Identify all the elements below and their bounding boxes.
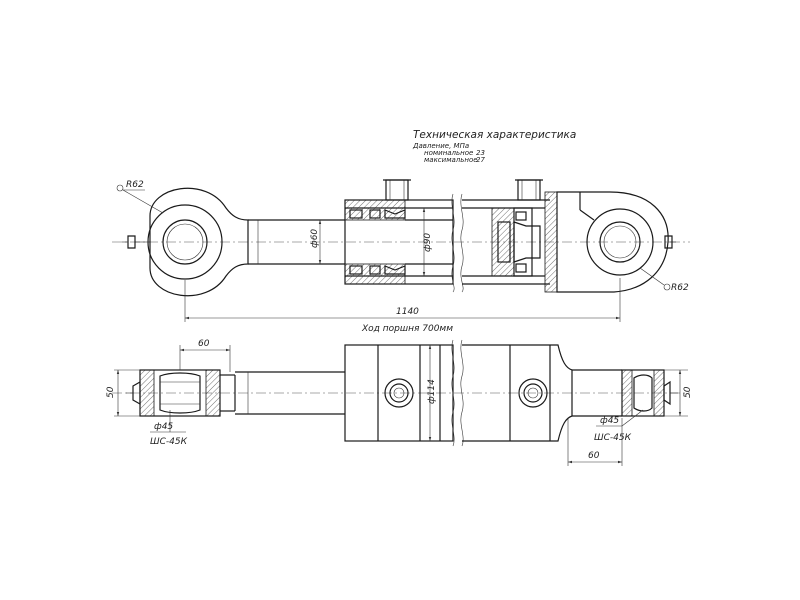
left-width-label: 50 — [106, 386, 116, 398]
cylinder-body-right — [462, 179, 558, 293]
right-pin-callout: ф45 ШС-45К — [594, 409, 644, 443]
max-label: максимальное — [424, 156, 478, 164]
right-pin-label: ф45 — [600, 416, 619, 426]
pressure-label: Давление, МПа — [412, 142, 469, 150]
right-radius-callout: R62 — [639, 267, 689, 293]
body-diameter-dim: ф114 — [427, 345, 437, 441]
left-radius-label: R62 — [126, 180, 144, 190]
rod-diameter-label: ф60 — [310, 229, 320, 248]
bottom-view: 50 60 ф45 ШС-45К — [106, 339, 693, 466]
right-width-label: 50 — [683, 386, 693, 398]
top-view: R62 ф60 — [112, 179, 690, 334]
stroke-label: Ход поршня 700мм — [361, 324, 453, 334]
left-offset-label: 60 — [198, 339, 210, 349]
nominal-value: 23 — [476, 149, 485, 157]
nominal-label: номинальное — [424, 149, 473, 157]
body-plan-right — [462, 344, 573, 442]
right-clevis-plan — [572, 369, 678, 417]
right-width-dim: 50 — [664, 369, 693, 417]
break-line-right — [460, 193, 464, 293]
left-bearing-label: ШС-45К — [150, 437, 188, 447]
left-pin-label: ф45 — [154, 422, 173, 432]
break-line-bottom-right — [460, 339, 464, 447]
right-radius-label: R62 — [671, 283, 689, 293]
left-pin-callout: ф45 ШС-45К — [150, 410, 188, 447]
max-value: 27 — [476, 156, 485, 164]
rod-plan — [235, 371, 345, 415]
break-line-left — [451, 193, 455, 293]
bore-diameter-label: ф90 — [423, 233, 433, 252]
tech-title: Техническая характеристика — [413, 129, 576, 141]
right-clevis-eye — [556, 191, 676, 293]
length-label: 1140 — [396, 307, 419, 317]
left-offset-dim: 60 — [179, 339, 231, 372]
body-diameter-label: ф114 — [427, 379, 437, 404]
left-eye-plan — [126, 369, 236, 417]
rod-diameter-dim: ф60 — [310, 220, 322, 264]
right-bearing-label: ШС-45К — [594, 433, 632, 443]
right-offset-dim: 60 — [567, 418, 623, 466]
tech-characteristics: Техническая характеристика Давление, МПа… — [412, 129, 576, 164]
left-radius-callout: R62 — [116, 180, 164, 214]
overall-length-dim: 1140 Ход поршня 700мм — [184, 278, 621, 334]
piston-rod — [248, 219, 345, 265]
cylinder-body-left — [344, 179, 454, 285]
break-line-bottom-left — [451, 339, 455, 447]
bore-diameter-dim: ф90 — [422, 208, 433, 276]
right-offset-label: 60 — [588, 451, 600, 461]
left-width-dim: 50 — [106, 369, 140, 417]
